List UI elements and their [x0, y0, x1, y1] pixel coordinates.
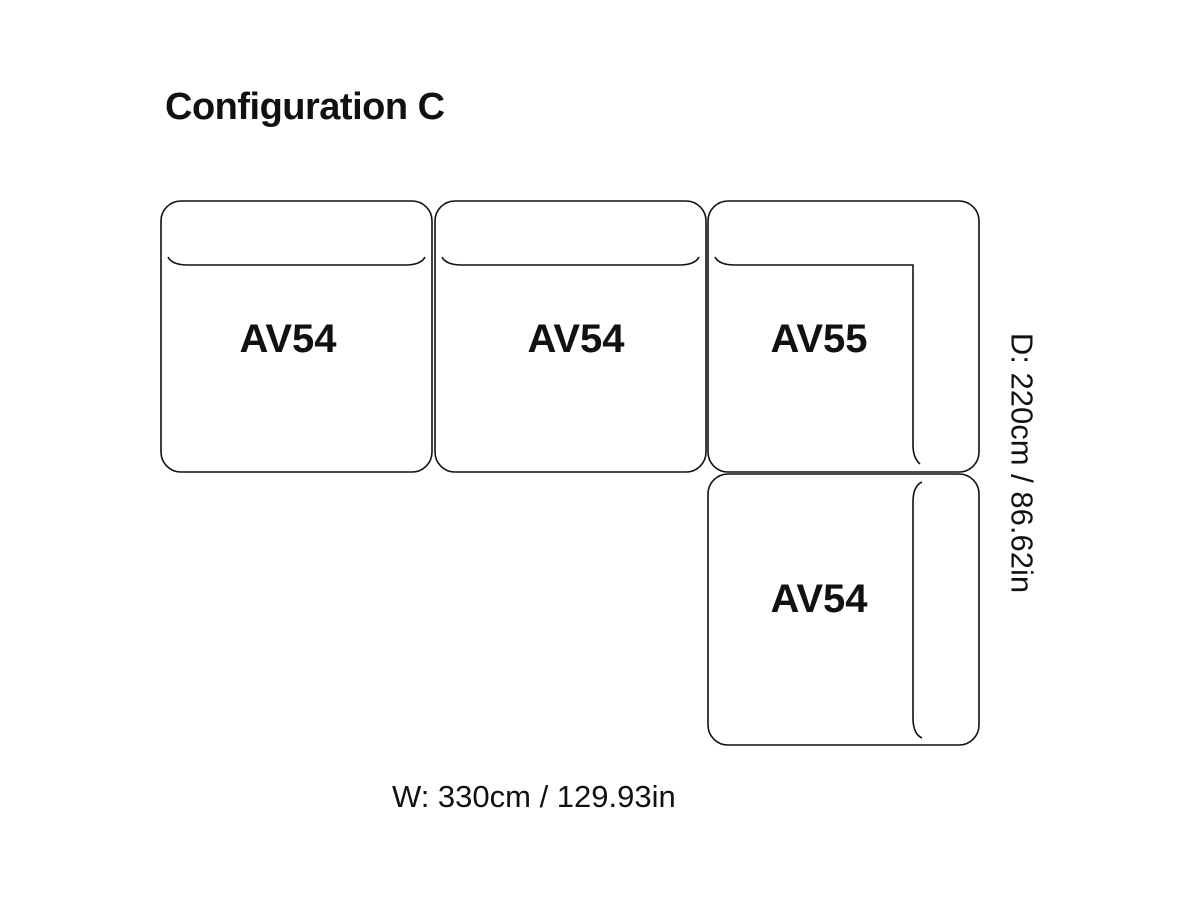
module-1-backrest-line [167, 256, 426, 266]
module-2-outline [434, 200, 707, 473]
module-2-backrest-line [441, 256, 700, 266]
module-4-label: AV54 [770, 577, 868, 621]
module-3-outline [707, 200, 980, 473]
module-2-label: AV54 [527, 317, 625, 361]
module-1-outline [160, 200, 433, 473]
module-1-label: AV54 [239, 317, 337, 361]
module-4-backrest-line [912, 481, 923, 739]
module-3-label: AV55 [770, 317, 867, 361]
configuration-title: Configuration C [165, 86, 445, 128]
module-4-av54 [707, 473, 980, 746]
depth-dimension-label: D: 220cm / 86.62in [1004, 332, 1040, 594]
module-3-av55 [707, 200, 980, 473]
width-dimension-label: W: 330cm / 129.93in [392, 779, 676, 814]
module-2-av54 [434, 200, 707, 473]
module-1-av54 [160, 200, 433, 473]
module-4-outline [707, 473, 980, 746]
module-3-corner-back-line [714, 256, 921, 465]
